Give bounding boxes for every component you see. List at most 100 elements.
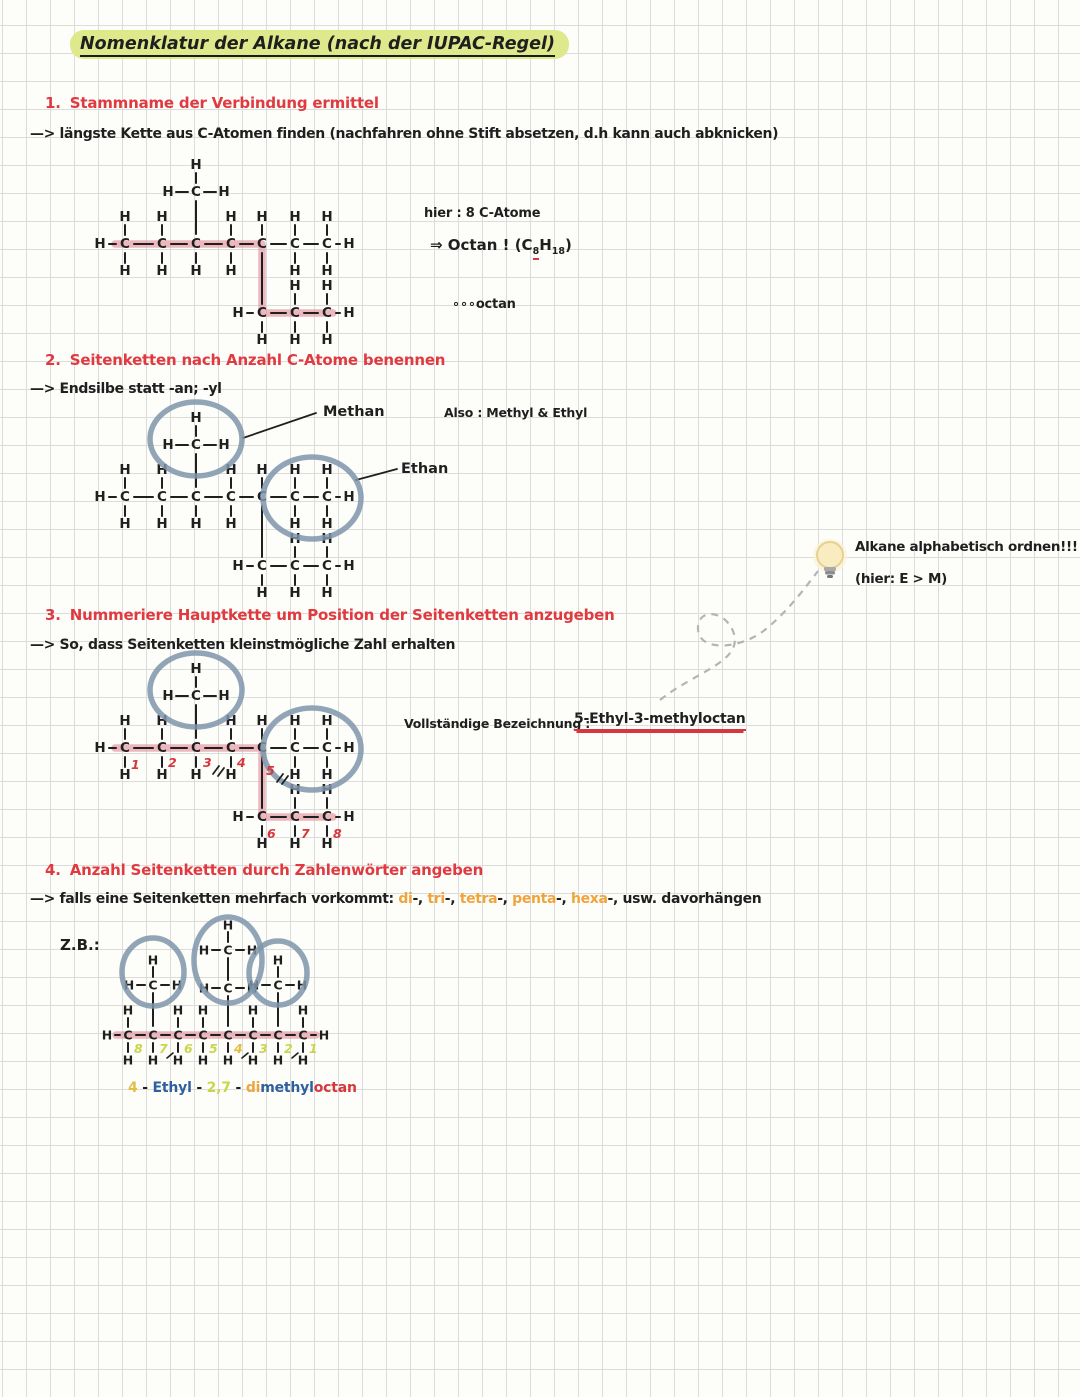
svg-text:H: H [119,462,130,478]
svg-text:H: H [321,531,332,547]
label-zb: Z.B.: [60,936,100,954]
svg-text:H: H [343,236,354,252]
svg-text:H: H [289,713,300,729]
svg-text:H: H [218,688,229,704]
svg-text:H: H [289,767,300,783]
svg-text:C: C [248,1028,257,1043]
svg-text:H: H [248,1003,258,1018]
svg-text:C: C [120,236,130,252]
lightbulb-icon [813,539,847,578]
methyl-circle [147,399,245,479]
svg-text:H: H [190,157,201,173]
svg-text:H: H [289,516,300,532]
svg-text:C: C [290,809,300,825]
svg-text:C: C [257,236,267,252]
label-ethan: Ethan [401,461,449,477]
svg-text:H: H [321,713,332,729]
svg-text:3: 3 [259,1041,268,1056]
section-3-heading: 3.Nummeriere Hauptkette um Position der … [45,606,615,624]
svg-text:H: H [321,209,332,225]
svg-text:C: C [290,236,300,252]
svg-text:H: H [232,305,243,321]
svg-text:H: H [119,713,130,729]
svg-text:H: H [190,516,201,532]
svg-text:H: H [123,1003,133,1018]
svg-text:H: H [319,1028,329,1043]
svg-text:H: H [298,1053,308,1068]
note-c-atoms: hier : 8 C-Atome [424,206,541,221]
svg-text:C: C [191,437,201,453]
svg-text:H: H [289,836,300,852]
svg-text:H: H [256,462,267,478]
svg-text:H: H [94,489,105,505]
svg-text:5: 5 [209,1041,218,1056]
svg-text:H: H [289,278,300,294]
svg-text:H: H [94,236,105,252]
svg-text:C: C [290,740,300,756]
svg-text:7: 7 [159,1041,168,1056]
ethyl-circle [191,914,265,1006]
svg-text:C: C [257,740,267,756]
svg-text:H: H [218,437,229,453]
svg-text:H: H [156,462,167,478]
svg-text:H: H [256,209,267,225]
svg-text:8: 8 [333,826,342,841]
longest-chain-highlight [111,744,337,821]
svg-text:C: C [223,943,232,958]
svg-text:H: H [321,836,332,852]
svg-text:H: H [297,978,307,993]
svg-text:H: H [273,953,283,968]
svg-text:H: H [156,209,167,225]
ethyl-circle [260,454,364,542]
svg-text:H: H [321,462,332,478]
svg-text:H: H [156,767,167,783]
svg-text:C: C [120,489,130,505]
svg-text:C: C [198,1028,207,1043]
svg-text:H: H [119,767,130,783]
label-methan: Methan [323,404,385,420]
svg-text:H: H [223,1053,233,1068]
svg-text:5: 5 [266,763,275,778]
title-highlight: Nomenklatur der Alkane (nach der IUPAC-R… [70,30,569,59]
svg-text:H: H [289,462,300,478]
svg-text:2: 2 [168,755,177,770]
bulb-note-line2: (hier: E > M) [855,571,947,587]
svg-text:C: C [226,489,236,505]
svg-text:H: H [173,1003,183,1018]
svg-text:H: H [162,184,173,200]
svg-text:H: H [247,943,257,958]
svg-text:H: H [218,184,229,200]
svg-text:8: 8 [134,1041,143,1056]
svg-text:H: H [199,943,209,958]
svg-text:C: C [148,1028,157,1043]
svg-text:H: H [225,209,236,225]
title-text: Nomenklatur der Alkane (nach der IUPAC-R… [80,34,555,57]
svg-text:H: H [225,516,236,532]
section-3-subline: —> So, dass Seitenketten kleinstmögliche… [30,637,456,653]
svg-text:H: H [289,332,300,348]
svg-text:C: C [257,489,267,505]
svg-text:H: H [343,305,354,321]
svg-text:C: C [120,740,130,756]
svg-text:C: C [290,305,300,321]
svg-text:H: H [321,782,332,798]
note-octan-suffix: ∘∘∘octan [452,297,516,312]
svg-text:H: H [343,558,354,574]
svg-text:H: H [256,332,267,348]
full-name-5-ethyl-3-methyloctan: 5-Ethyl-3-methyloctan [574,711,746,731]
svg-text:H: H [190,767,201,783]
svg-text:C: C [290,558,300,574]
svg-text:H: H [343,489,354,505]
bulb-note-line1: Alkane alphabetisch ordnen!!! [855,539,1078,555]
section-4-number: 4. [45,861,61,879]
svg-text:H: H [298,1003,308,1018]
methan-leader-line [242,412,317,439]
svg-text:H: H [199,981,209,996]
svg-text:1: 1 [131,757,140,772]
svg-text:C: C [191,688,201,704]
section-1-subline: —> längste Kette aus C-Atomen finden (na… [30,126,779,142]
svg-text:C: C [322,489,332,505]
svg-text:H: H [232,558,243,574]
svg-text:2: 2 [284,1041,293,1056]
